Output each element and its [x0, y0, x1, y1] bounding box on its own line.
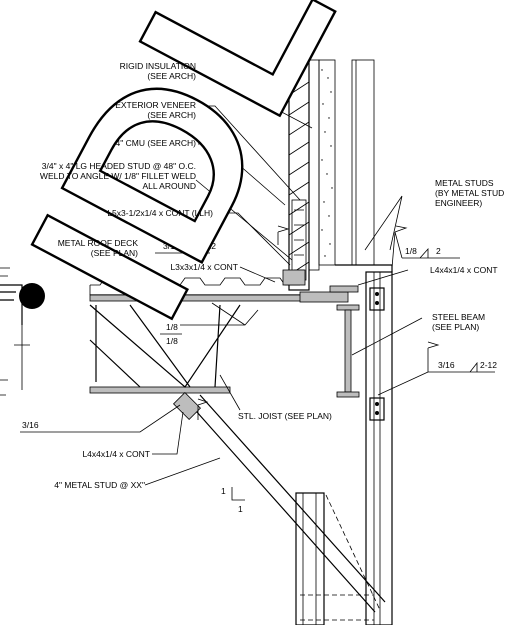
label-metal-roof-deck-1: METAL ROOF DECK [58, 238, 139, 248]
weld-symbol-3: 1/8 1/8 [160, 322, 182, 346]
weld-1-size: 3/16 [163, 241, 180, 251]
hidden-lines [300, 494, 381, 621]
label-steel-beam-1: STEEL BEAM [432, 312, 485, 322]
label-cmu: 4" CMU (SEE ARCH) [116, 138, 197, 148]
joist-seat [299, 291, 349, 303]
slope-rise: 1 [221, 486, 226, 496]
weld-symbol-5: 3/16 [20, 404, 181, 433]
weld-3-size: 1/8 [166, 322, 178, 332]
label-l4-angle-left: L4x4x1/4 x CONT [82, 449, 150, 459]
weld-symbol-1: 3/16 2-12 [155, 241, 216, 254]
weld-1-length: 2-12 [199, 241, 216, 251]
wall-assembly [288, 59, 393, 625]
weld-symbol-4: 3/16 2-12 [377, 341, 497, 396]
joist-web [89, 304, 241, 388]
sill-line [335, 264, 393, 272]
veneer-hatch [288, 61, 310, 276]
label-metal-stud-xx: 4" METAL STUD @ XX" [54, 480, 145, 490]
label-metal-studs-3: ENGINEER) [435, 198, 482, 208]
joist-bottom-chord [89, 386, 231, 394]
lower-stud-wall [365, 271, 393, 625]
label-metal-studs-1: METAL STUDS [435, 178, 494, 188]
vertical-stud [295, 492, 325, 625]
label-stl-joist: STL. JOIST (SEE PLAN) [238, 411, 332, 421]
left-existing [0, 267, 45, 396]
weld-symbol-2: 1/8 2 [391, 225, 460, 269]
label-metal-studs-2: (BY METAL STUD [435, 188, 504, 198]
headed-stud-assembly [282, 199, 307, 286]
metal-stud-wall [351, 59, 375, 266]
rigid-insulation [318, 59, 336, 266]
label-l3-angle: L3x3x1/4 x CONT [170, 262, 238, 272]
column-marker [19, 283, 45, 309]
weld-2-length: 2 [436, 246, 441, 256]
slope-run: 1 [238, 504, 243, 514]
l4-angle-right [329, 285, 359, 293]
label-steel-beam-2: (SEE PLAN) [432, 322, 479, 332]
label-rigid-insulation-2: (SEE ARCH) [147, 71, 196, 81]
insulation-stipple [321, 69, 333, 257]
diagonal-brace [172, 391, 386, 625]
label-l4-angle-right: L4x4x1/4 x CONT [430, 265, 498, 275]
weld-2-size: 1/8 [405, 246, 417, 256]
weld-4-size: 3/16 [438, 360, 455, 370]
annotations: RIGID INSULATION (SEE ARCH) EXTERIOR VEN… [40, 61, 332, 490]
slope-indicator: 1 1 [221, 486, 245, 514]
brace-stud [187, 394, 386, 613]
weld-3b-size: 1/8 [166, 336, 178, 346]
clip-angle-bottom [369, 397, 385, 421]
weld-4-length: 2-12 [480, 360, 497, 370]
l5-angle [282, 269, 306, 286]
label-metal-roof-deck-2: (SEE PLAN) [91, 248, 138, 258]
clip-angle-top [369, 287, 385, 311]
label-headed-stud-2: WELD TO ANGLE W/ 1/8" FILLET WELD [40, 171, 196, 181]
annotations-right: METAL STUDS (BY METAL STUD ENGINEER) L4x… [430, 178, 504, 332]
label-headed-stud-1: 3/4" x 4" LG HEADED STUD @ 48" O.C. [42, 161, 196, 171]
steel-beam [336, 287, 385, 421]
metal-deck-profile [90, 277, 300, 286]
label-exterior-veneer-1: EXTERIOR VENEER [115, 100, 196, 110]
brace-connection [172, 391, 202, 421]
leader-lines [144, 67, 423, 486]
weld-5-size: 3/16 [22, 420, 39, 430]
label-headed-stud-3: ALL AROUND [142, 181, 196, 191]
label-rigid-insulation-1: RIGID INSULATION [120, 61, 196, 71]
label-l5-angle: L5x3-1/2x1/4 x CONT (LLH) [107, 208, 213, 218]
label-exterior-veneer-2: (SEE ARCH) [147, 110, 196, 120]
roof-deck [89, 277, 359, 394]
